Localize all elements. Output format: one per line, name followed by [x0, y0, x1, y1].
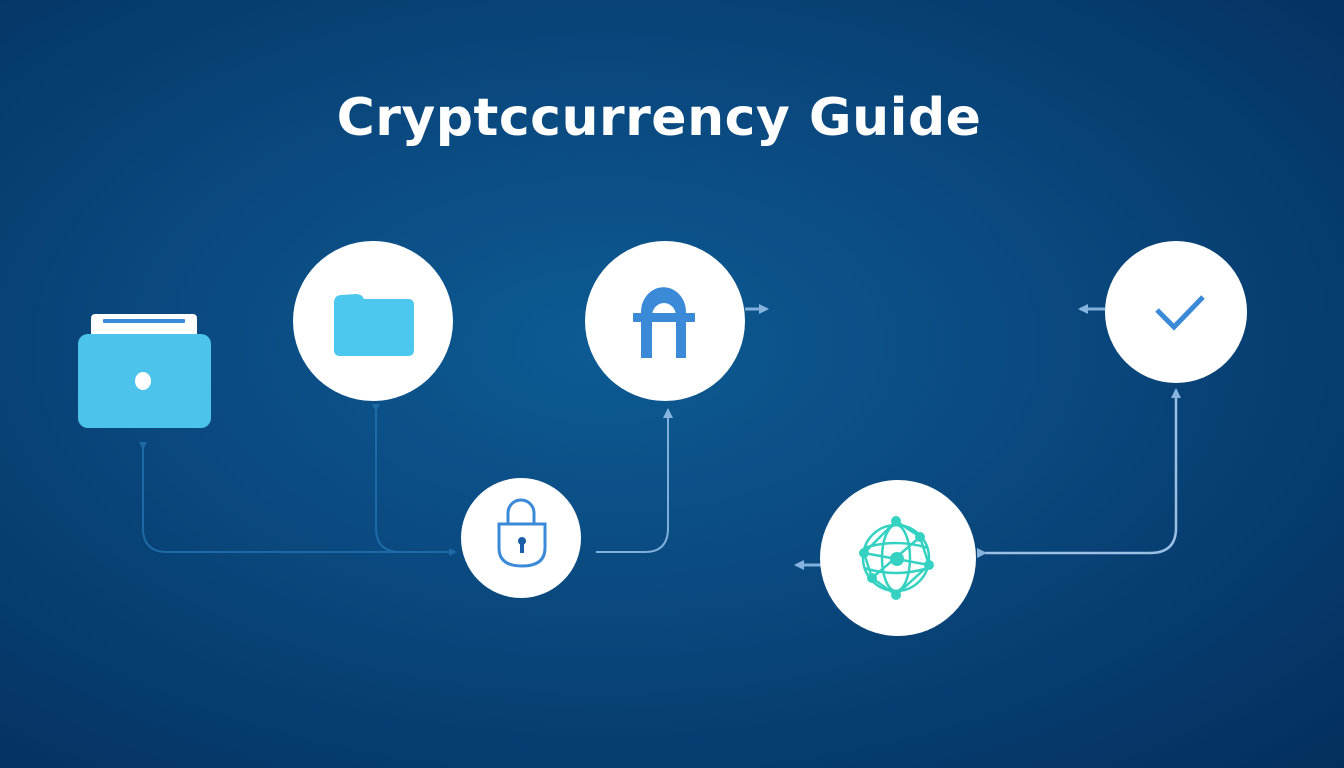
network-node[interactable]	[820, 480, 976, 636]
connector-folder-lock	[372, 404, 401, 553]
connector-lock-arch	[596, 408, 673, 553]
checkmark-icon	[1155, 295, 1205, 331]
arch-node[interactable]	[585, 241, 745, 401]
connector-globe-check	[977, 388, 1181, 558]
page-title: Cryptccurrency Guide	[336, 88, 982, 148]
wallet-icon[interactable]	[78, 314, 211, 428]
padlock-icon	[497, 498, 547, 568]
arch-icon	[633, 287, 695, 358]
lock-node[interactable]	[461, 478, 581, 598]
folder-icon	[334, 294, 414, 356]
folder-node[interactable]	[293, 241, 453, 401]
network-globe-icon	[859, 516, 934, 600]
connector-wallet-lock	[139, 442, 457, 556]
checkmark-node[interactable]	[1105, 241, 1247, 383]
